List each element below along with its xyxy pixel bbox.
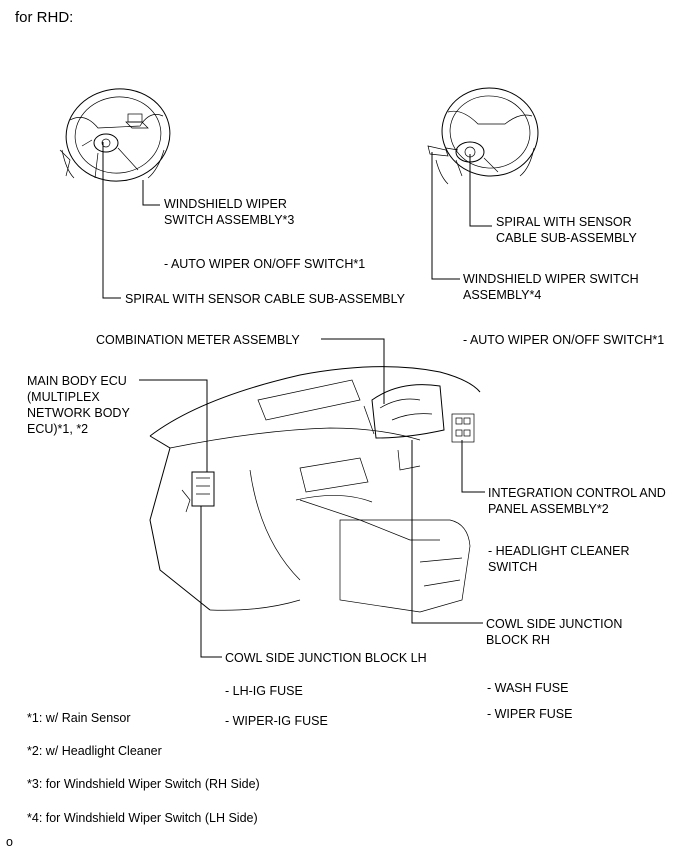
instrument-panel-illustration: [149, 366, 481, 613]
label-combination-meter: COMBINATION METER ASSEMBLY: [96, 333, 300, 347]
label-main-body-ecu-line1: MAIN BODY ECU: [27, 374, 127, 388]
steering-wheel-right-illustration: [427, 87, 539, 185]
label-wiper-switch-rh-line2: SWITCH ASSEMBLY*3: [164, 213, 295, 227]
figure-id: o: [6, 835, 13, 849]
label-cowl-junction-rh-line1: COWL SIDE JUNCTION: [486, 617, 623, 631]
label-auto-wiper-switch-lh: - AUTO WIPER ON/OFF SWITCH*1: [463, 333, 665, 347]
label-wash-fuse: - WASH FUSE: [487, 681, 569, 695]
label-spiral-cable-lh-line1: SPIRAL WITH SENSOR: [496, 215, 632, 229]
label-wiper-switch-lh-line2: ASSEMBLY*4: [463, 288, 542, 302]
label-spiral-cable-rh: SPIRAL WITH SENSOR CABLE SUB-ASSEMBLY: [125, 292, 405, 306]
label-integration-control-line2: PANEL ASSEMBLY*2: [488, 502, 609, 516]
footnote-4: *4: for Windshield Wiper Switch (LH Side…: [27, 811, 258, 825]
label-headlight-cleaner-line1: - HEADLIGHT CLEANER: [488, 544, 630, 558]
label-wiper-fuse: - WIPER FUSE: [487, 707, 573, 721]
label-wiper-switch-rh-line1: WINDSHIELD WIPER: [164, 197, 287, 211]
label-spiral-cable-lh-line2: CABLE SUB-ASSEMBLY: [496, 231, 637, 245]
page-header: for RHD:: [15, 9, 74, 26]
label-cowl-junction-lh: COWL SIDE JUNCTION BLOCK LH: [225, 651, 427, 665]
label-integration-control-line1: INTEGRATION CONTROL AND: [488, 486, 666, 500]
label-wiper-switch-lh-line1: WINDSHIELD WIPER SWITCH: [463, 272, 639, 286]
footnote-1: *1: w/ Rain Sensor: [27, 711, 131, 725]
footnote-2: *2: w/ Headlight Cleaner: [27, 744, 162, 758]
label-lh-ig-fuse: - LH-IG FUSE: [225, 684, 303, 698]
label-main-body-ecu-line3: NETWORK BODY: [27, 406, 130, 420]
footnote-3: *3: for Windshield Wiper Switch (RH Side…: [27, 777, 260, 791]
label-wiper-ig-fuse: - WIPER-IG FUSE: [225, 714, 328, 728]
label-cowl-junction-rh-line2: BLOCK RH: [486, 633, 550, 647]
leader-lines: [102, 142, 492, 658]
steering-wheel-left-illustration: [59, 88, 171, 182]
label-headlight-cleaner-line2: SWITCH: [488, 560, 538, 574]
label-main-body-ecu-line2: (MULTIPLEX: [27, 390, 100, 404]
label-auto-wiper-switch-rh: - AUTO WIPER ON/OFF SWITCH*1: [164, 257, 366, 271]
label-main-body-ecu-line4: ECU)*1, *2: [27, 422, 89, 436]
